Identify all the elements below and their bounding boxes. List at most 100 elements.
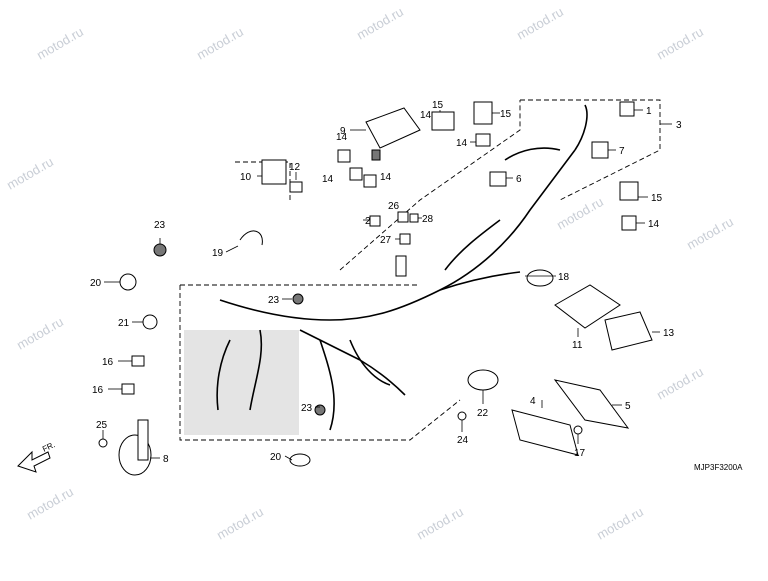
callout-14: 14: [322, 174, 334, 185]
callout-20: 20: [90, 278, 102, 289]
part-relay-14: [363, 174, 377, 188]
callout-14: 14: [456, 138, 468, 149]
callout-14: 14: [648, 219, 660, 230]
callout-6: 6: [516, 174, 522, 185]
part-relay-1: [619, 101, 635, 117]
leader-lines: [102, 109, 672, 461]
watermark-text: motod.ru: [354, 4, 406, 43]
callout-10: 10: [240, 172, 252, 183]
part-module-11: [554, 284, 621, 329]
part-connector-7: [591, 141, 609, 159]
part-clip-26: [397, 211, 409, 223]
watermark-text: motod.ru: [514, 4, 566, 43]
callout-8: 8: [163, 454, 169, 465]
callout-5: 5: [625, 401, 631, 412]
part-control-unit-9: [365, 107, 421, 161]
callout-2: 2: [365, 216, 371, 227]
arrow-icon: [17, 450, 51, 473]
callout-9: 9: [340, 126, 346, 137]
part-tie-20: [119, 273, 137, 291]
engine-area: [184, 330, 299, 435]
callout-13: 13: [663, 328, 675, 339]
part-relay-14: [349, 167, 363, 181]
part-relay-14: [337, 149, 351, 163]
watermark-layer: motod.ru motod.ru motod.ru motod.ru moto…: [4, 4, 736, 543]
callout-14: 14: [420, 110, 432, 121]
watermark-text: motod.ru: [554, 194, 606, 233]
main-harness: [216, 104, 588, 431]
callout-15: 15: [432, 100, 444, 111]
watermark-text: motod.ru: [594, 504, 646, 543]
callout-16: 16: [102, 357, 114, 368]
callout-20: 20: [270, 452, 282, 463]
watermark-text: motod.ru: [14, 314, 66, 353]
callout-labels: 1 2 3 4 5 6 7 8 9 10 11 12 13 14 14 14 1…: [90, 100, 682, 465]
part-relay-15: [431, 111, 455, 131]
part-grommet-23: [314, 404, 326, 416]
part-bolt-25: [98, 438, 108, 448]
part-relay-10: [261, 159, 287, 185]
watermark-text: motod.ru: [684, 214, 736, 253]
part-clip-27: [399, 233, 411, 245]
part-bracket-4: [511, 409, 579, 456]
drawing-code: MJP3F3200A: [694, 463, 743, 472]
callout-25: 25: [96, 420, 108, 431]
watermark-text: motod.ru: [414, 504, 466, 543]
part-clip-28: [409, 213, 419, 223]
watermark-text: motod.ru: [4, 154, 56, 193]
part-clamp-19: [239, 230, 263, 246]
callout-12: 12: [289, 162, 301, 173]
callout-28: 28: [422, 214, 434, 225]
part-grommet-23: [292, 293, 304, 305]
part-relay-14: [475, 133, 491, 147]
part-tie-20: [289, 453, 311, 467]
part-clip-2: [369, 215, 381, 227]
part-bracket-5: [553, 379, 630, 429]
front-direction-marker: FR.: [17, 440, 57, 473]
callout-11: 11: [572, 340, 583, 351]
part-horn-bracket: [137, 419, 149, 461]
part-nut-21: [142, 314, 158, 330]
callout-1: 1: [646, 106, 652, 117]
part-relay-15: [473, 101, 493, 125]
callout-21: 21: [118, 318, 130, 329]
watermark-text: motod.ru: [194, 24, 246, 63]
callout-16: 16: [92, 385, 104, 396]
part-grommet-23: [153, 243, 167, 257]
callout-18: 18: [558, 272, 570, 283]
part-clip-16: [121, 383, 135, 395]
watermark-text: motod.ru: [654, 364, 706, 403]
part-relay-14: [621, 215, 637, 231]
watermark-text: motod.ru: [214, 504, 266, 543]
part-band-22: [467, 369, 499, 391]
callout-17: 17: [574, 448, 586, 459]
callout-4: 4: [530, 396, 536, 407]
part-clip-16: [131, 355, 145, 367]
callout-23: 23: [301, 403, 313, 414]
callout-23: 23: [268, 295, 280, 306]
part-cover-13: [604, 311, 653, 351]
part-relay-15: [619, 181, 639, 201]
callout-15: 15: [651, 193, 663, 204]
callout-14: 14: [336, 132, 348, 143]
part-connector-6: [489, 171, 507, 187]
part-fuse-12: [289, 181, 303, 193]
front-label: FR.: [41, 440, 56, 454]
part-band-18: [526, 269, 554, 287]
part-bolt-17: [573, 425, 583, 435]
watermark-text: motod.ru: [654, 24, 706, 63]
watermark-text: motod.ru: [34, 24, 86, 63]
callout-7: 7: [619, 146, 625, 157]
callout-26: 26: [388, 201, 400, 212]
callout-14: 14: [380, 172, 392, 183]
callout-15: 15: [500, 109, 512, 120]
watermark-text: motod.ru: [24, 484, 76, 523]
callout-3: 3: [676, 120, 682, 131]
callout-19: 19: [212, 248, 224, 259]
parts-layer: [98, 101, 653, 476]
callout-27: 27: [380, 235, 392, 246]
callout-24: 24: [457, 435, 469, 446]
part-sensor: [395, 255, 407, 277]
